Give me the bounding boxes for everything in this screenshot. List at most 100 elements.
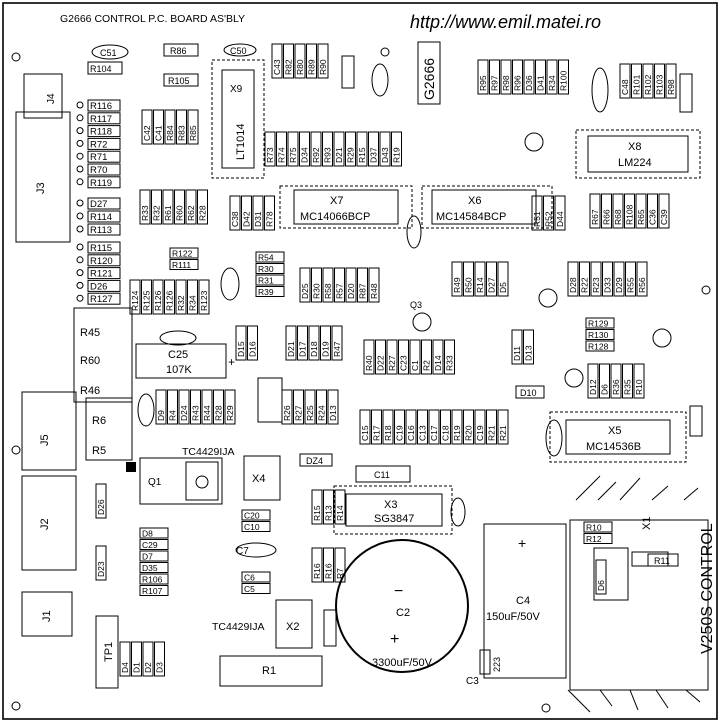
vertical-component: [142, 641, 154, 677]
vertical-component-label: R48: [369, 283, 379, 299]
left-resistor: [87, 267, 121, 280]
vertical-component-label: R32: [176, 295, 186, 311]
vertical-component-label: D18: [309, 341, 319, 357]
vertical-component: [589, 193, 601, 229]
vertical-component: [451, 409, 463, 445]
cap-c2-minus: −: [394, 583, 403, 600]
diode-d10-ref: D10: [520, 388, 537, 398]
vertical-component-label: D17: [298, 341, 308, 357]
pad-icon: [76, 152, 84, 160]
vertical-component-label: C18: [441, 425, 451, 441]
ic-x6-part: MC14584BCP: [436, 211, 506, 223]
cap-c25-plus: +: [228, 355, 235, 369]
pad-icon: [76, 101, 84, 109]
vertical-component: [463, 409, 474, 445]
vertical-component: [405, 409, 417, 445]
cap-c11-ref: C11: [374, 470, 390, 480]
vertical-component-label: C36: [648, 209, 658, 225]
block-r6: [85, 397, 133, 461]
horizontal-component-label: C29: [142, 540, 158, 550]
left-resistor-label: R71: [90, 152, 107, 163]
vertical-component: [334, 267, 345, 303]
horizontal-component-label: R54: [258, 253, 274, 263]
vertical-component-label: R95: [478, 75, 488, 91]
vertical-component-label: D5: [498, 282, 508, 293]
vertical-component: [294, 43, 306, 79]
left-resistor: [87, 137, 121, 150]
vertical-component-label: R57: [335, 283, 345, 299]
vertical-component: [311, 267, 322, 303]
vertical-component: [317, 43, 329, 79]
vertical-component-label: R27: [294, 405, 304, 421]
diode-d10: [515, 385, 545, 399]
vertical-component: [451, 261, 463, 297]
vertical-component: [394, 409, 405, 445]
horizontal-component-label: D8: [142, 529, 153, 539]
vertical-component: [235, 325, 247, 361]
connector-j4-ref: J4: [46, 93, 57, 104]
left-resistor: [87, 176, 121, 189]
resistor-r109: [679, 73, 693, 113]
horizontal-component: [583, 521, 613, 533]
cap-c4-ref: C4: [516, 595, 530, 607]
vertical-component-label: R25: [305, 405, 315, 421]
vertical-component: [293, 389, 304, 425]
website-url: http://www.emil.matei.ro: [410, 12, 601, 32]
vertical-component: [152, 279, 164, 315]
vertical-component: [417, 409, 428, 445]
vertical-component-label: D21: [286, 341, 296, 357]
vertical-component: [624, 193, 635, 229]
vertical-component-label: R28: [198, 205, 208, 221]
left-resistor-label: R113: [90, 225, 112, 236]
vertical-component-label: D20: [346, 283, 356, 299]
horizontal-component-label: R128: [588, 342, 609, 352]
left-resistor: [87, 292, 121, 305]
vertical-component-label: R66: [602, 209, 612, 225]
vertical-component: [567, 261, 579, 297]
vertical-component: [241, 195, 252, 231]
cap-c2-value: 3300uF/50V: [372, 657, 433, 669]
vertical-component: [287, 131, 299, 167]
vertical-component-label: R73: [265, 147, 275, 163]
vertical-component: [599, 363, 610, 399]
vertical-component: [631, 63, 642, 99]
vertical-component-label: R92: [311, 147, 321, 163]
vertical-component: [276, 131, 287, 167]
ic-x4-ref: X4: [252, 473, 265, 485]
vertical-component-label: R7: [335, 568, 345, 579]
horizontal-component: [241, 583, 271, 594]
vertical-component-label: C48: [620, 79, 630, 95]
ic-x2-ref: X2: [286, 621, 299, 633]
vertical-component-label: R27: [387, 355, 397, 371]
vertical-component: [323, 489, 334, 525]
connector-j1: [21, 591, 73, 637]
vertical-component: [311, 547, 323, 583]
vertical-component: [511, 329, 523, 365]
vertical-component: [357, 267, 368, 303]
mounting-hole-icon: [11, 445, 21, 455]
vertical-component: [523, 329, 534, 365]
horizontal-component-label: D35: [142, 563, 158, 573]
vertical-component-label: R18: [383, 425, 393, 441]
vertical-component: [368, 267, 380, 303]
vertical-component: [375, 339, 386, 375]
vertical-component: [558, 59, 569, 95]
vertical-component: [619, 63, 631, 99]
vertical-component-label: R13: [324, 505, 334, 521]
vertical-component: [190, 389, 201, 425]
horizontal-component-label: R129: [588, 319, 609, 329]
cap-c3-ref: C3: [466, 676, 479, 687]
vertical-component-label: R20: [464, 425, 474, 441]
zener-dz4: [299, 453, 333, 467]
vertical-component: [587, 363, 599, 399]
horizontal-component: [583, 533, 613, 544]
vertical-component-label: R74: [277, 147, 287, 163]
vertical-component: [153, 109, 164, 145]
transistor-q3-ref: Q3: [410, 300, 422, 310]
horizontal-component-label: R39: [258, 287, 274, 297]
vertical-component-label: R50: [464, 277, 474, 293]
vertical-component-label: R124: [130, 290, 140, 311]
vertical-component-label: D24: [179, 405, 189, 421]
vertical-component-label: R67: [590, 209, 600, 225]
